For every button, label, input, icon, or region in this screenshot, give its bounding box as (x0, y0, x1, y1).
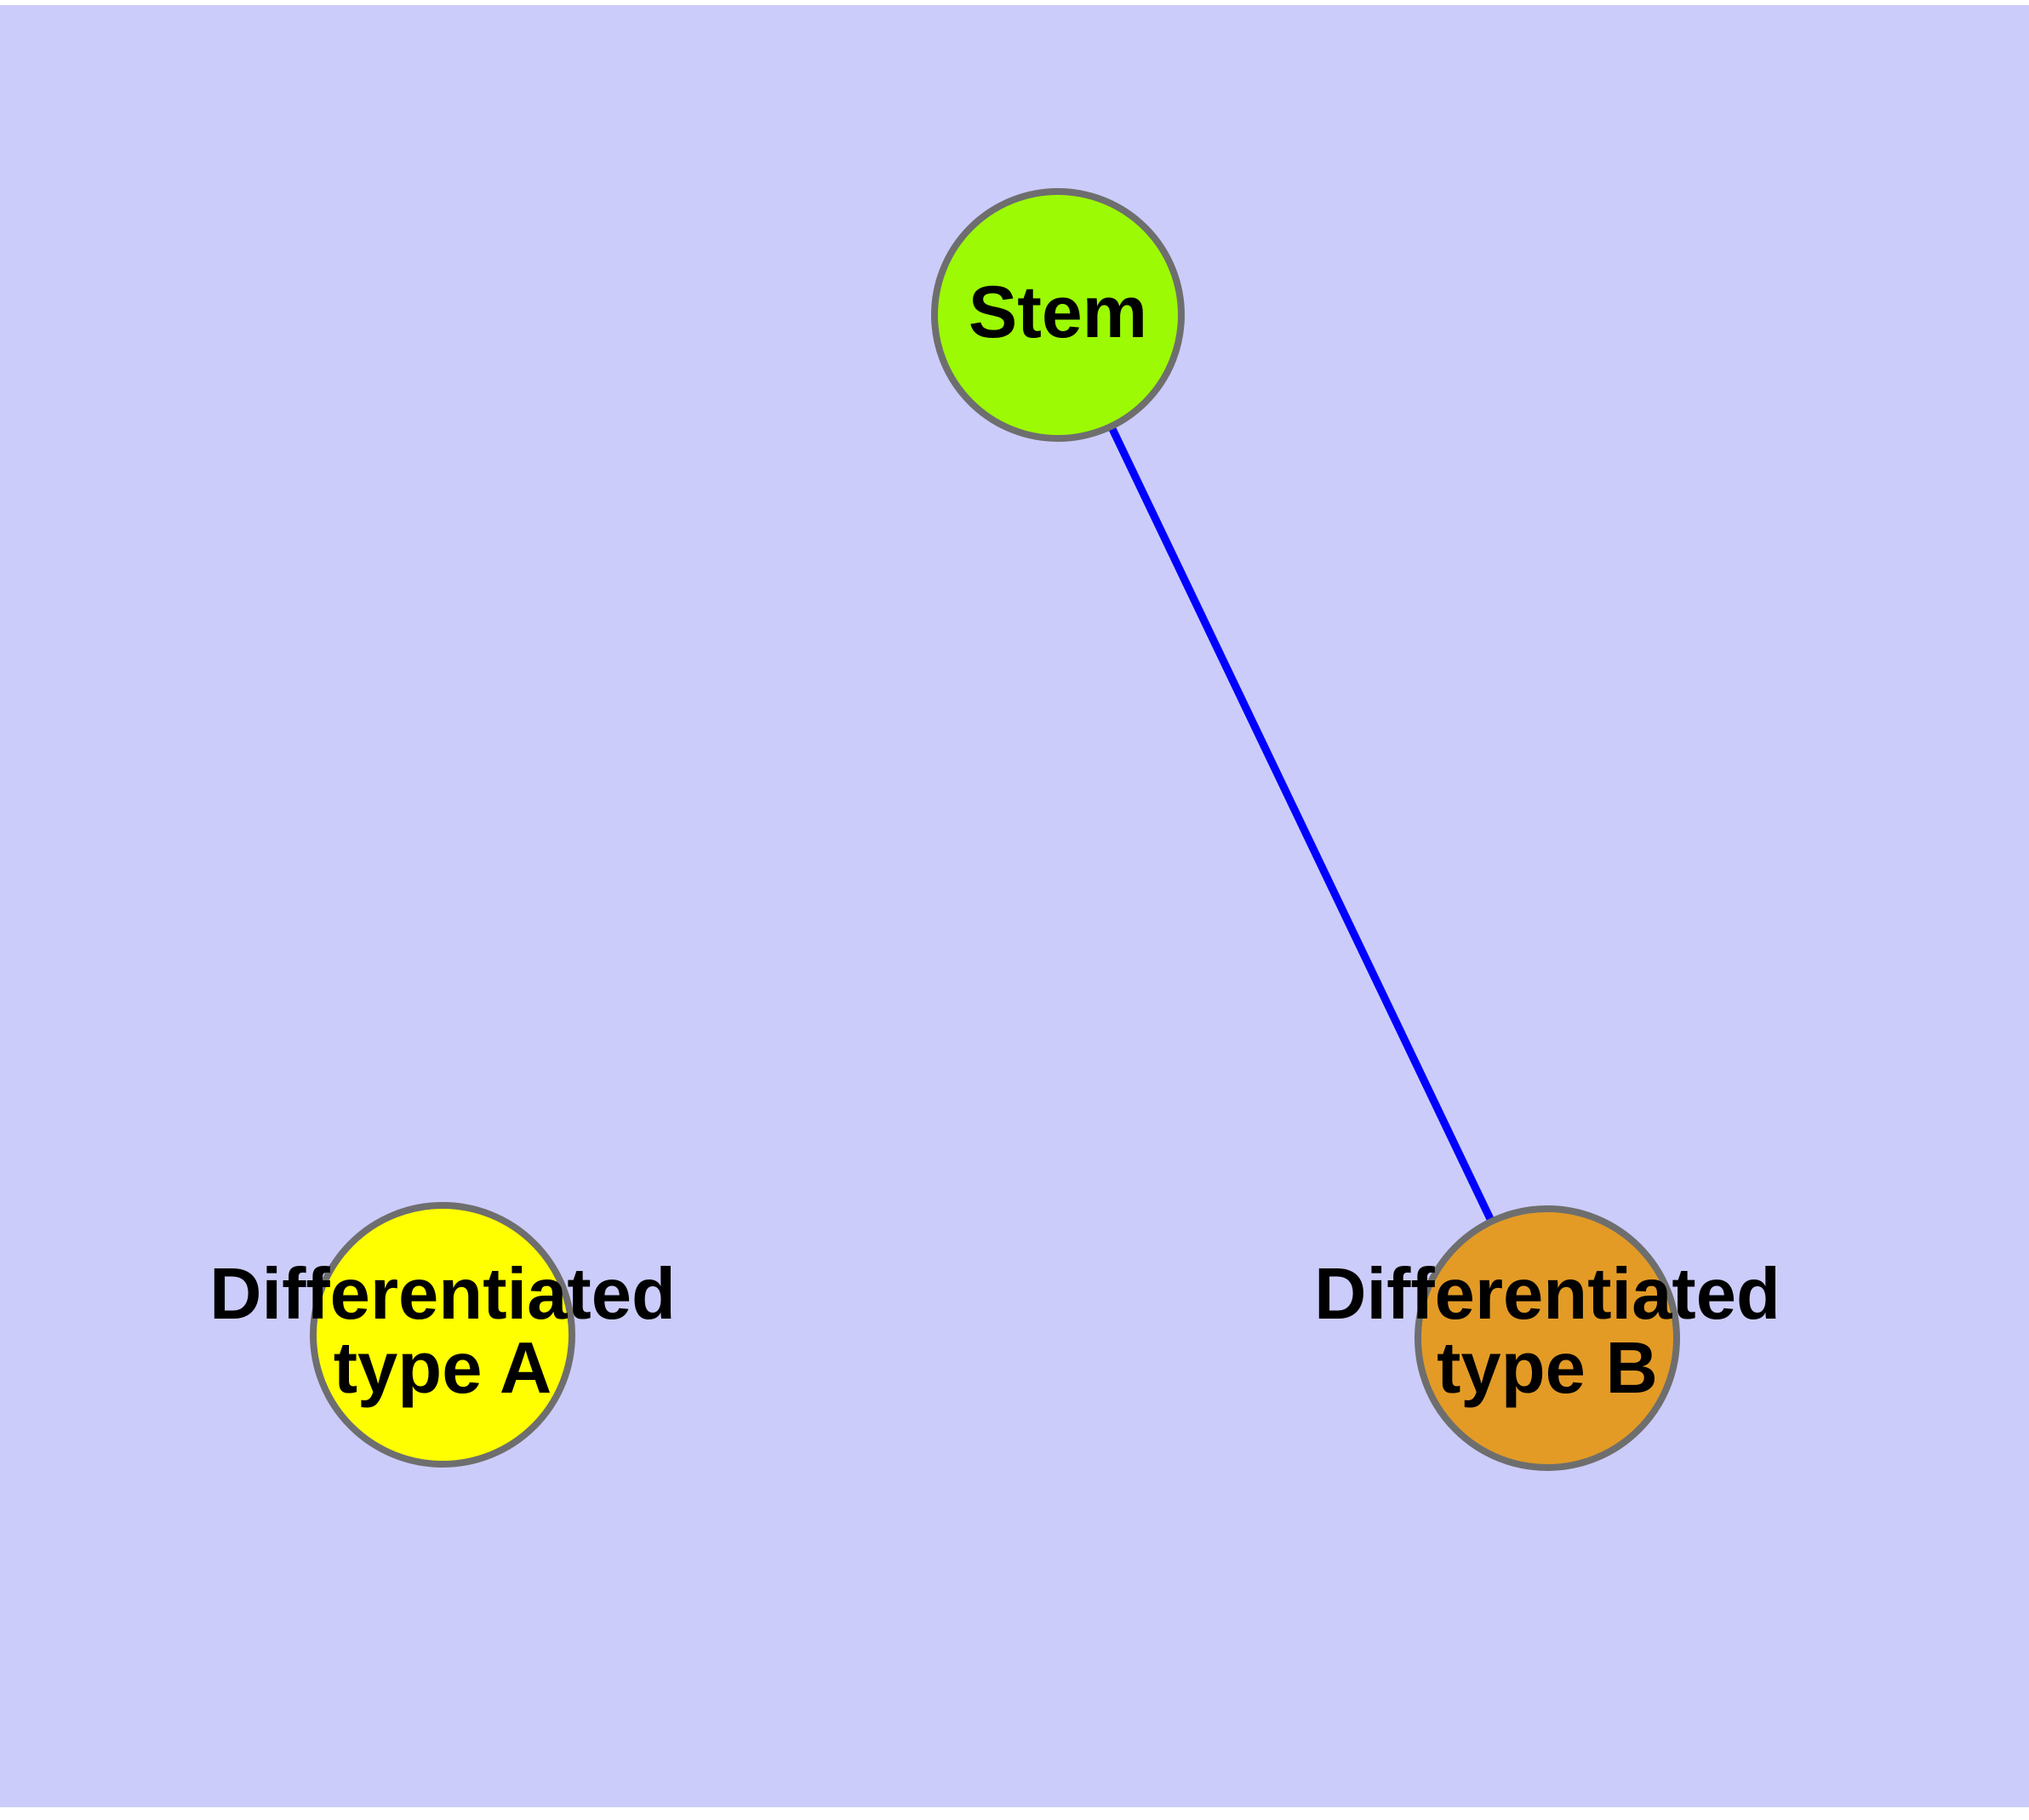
node-stem[interactable] (931, 188, 1185, 442)
node-layer (310, 188, 1680, 1471)
node-differentiated-type-a[interactable] (310, 1202, 575, 1468)
edge-layer (1054, 313, 1552, 1340)
graph-svg (310, 188, 1680, 1471)
edge-stem-to-differentiated-type-b[interactable] (1054, 313, 1552, 1340)
node-differentiated-type-b[interactable] (1415, 1205, 1680, 1471)
